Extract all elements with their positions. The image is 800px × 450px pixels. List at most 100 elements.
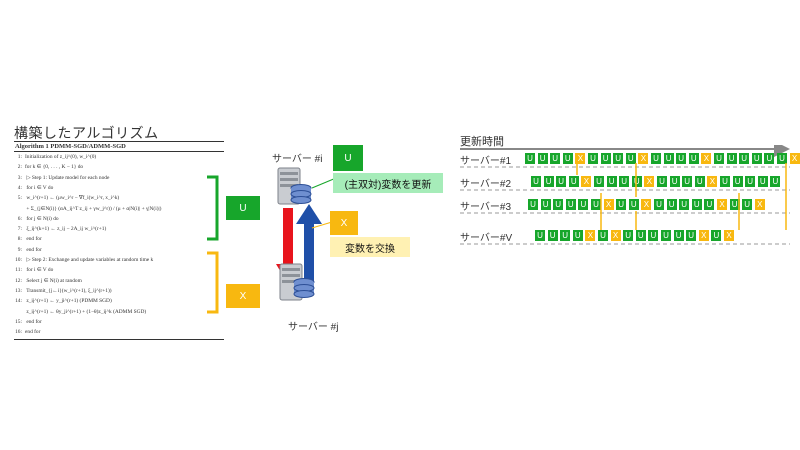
algorithm-box: Algorithm 1 PDMM-SGD/ADMM-SGD 1:Initiali… bbox=[14, 141, 224, 340]
algorithm-line: 12: Select j ∈ N(i) at random bbox=[14, 278, 82, 285]
algorithm-line: 9: end for bbox=[14, 247, 42, 254]
exchange-cell: X bbox=[644, 176, 655, 187]
connector-x bbox=[311, 221, 333, 229]
exchange-cell: X bbox=[638, 153, 649, 164]
algorithm-line-number: 2: bbox=[17, 164, 22, 171]
algorithm-line-text: for j ∈ N(i) do bbox=[25, 215, 59, 222]
update-cell: U bbox=[654, 199, 664, 210]
timeline-axes bbox=[460, 145, 790, 245]
update-cell: U bbox=[682, 176, 693, 187]
update-cell: U bbox=[726, 153, 737, 164]
algorithm-line-text: ξ_ij^(k+1) ← z_ij − 2A_ij w_i^(r+1) bbox=[25, 226, 107, 233]
algorithm-line-number: 16: bbox=[15, 329, 22, 336]
algorithm-line-number: 13: bbox=[15, 287, 22, 294]
algorithm-line-text: Select j ∈ N(i) at random bbox=[25, 277, 82, 284]
connector-u bbox=[311, 177, 337, 189]
update-cell: U bbox=[688, 153, 699, 164]
update-cell: U bbox=[613, 153, 624, 164]
algorithm-line-number: 14: bbox=[15, 298, 22, 305]
algorithm-line-text: ▷ Step 1: Update model for each node bbox=[25, 174, 110, 181]
algorithm-line-text: end for bbox=[25, 246, 42, 253]
algorithm-header: Algorithm 1 PDMM-SGD/ADMM-SGD bbox=[14, 142, 224, 152]
update-cell: U bbox=[661, 230, 671, 241]
update-cell: U bbox=[550, 153, 561, 164]
algorithm-line-number: 10: bbox=[15, 257, 22, 263]
middle-u-legend: (主双対)変数を更新 bbox=[333, 173, 443, 193]
update-cell: U bbox=[770, 176, 781, 187]
server-bottom-icon bbox=[279, 263, 315, 301]
update-cell: U bbox=[543, 176, 554, 187]
update-cell: U bbox=[777, 153, 787, 164]
server-diagram bbox=[276, 167, 337, 301]
algorithm-line-number: 12: bbox=[15, 277, 22, 284]
algorithm-bottom-rule bbox=[14, 339, 224, 340]
update-cell: U bbox=[606, 176, 617, 187]
algorithm-line-number: 9: bbox=[17, 246, 22, 253]
update-cell: U bbox=[720, 176, 730, 187]
update-cell: U bbox=[616, 199, 627, 210]
exchange-cell: X bbox=[641, 199, 652, 210]
algorithm-line-text: for i ∈ V do bbox=[25, 267, 54, 274]
algorithm-line: 5: w_i^(r+1) ← (μw_i^r − ∇f_i(w_i^r, x_i… bbox=[14, 195, 119, 202]
exchange-cell: X bbox=[717, 199, 727, 210]
update-cell: U bbox=[525, 153, 535, 164]
algorithm-line-number: 8: bbox=[17, 236, 22, 243]
bracket-u-label: U bbox=[226, 196, 260, 220]
algorithm-line: 3: ▷ Step 1: Update model for each node bbox=[14, 174, 110, 182]
algorithm-line: 1:Initialization of z_ij^(0), w_i^(0) bbox=[14, 154, 96, 161]
algorithm-line: 10: ▷ Step 2: Exchange and update variab… bbox=[14, 257, 153, 264]
algorithm-line-text: Transmit_{j←i}(w_i^(r+1), ξ_ij^(r+1)) bbox=[25, 287, 112, 294]
algorithm-line-text: end for bbox=[25, 329, 41, 336]
update-cell: U bbox=[625, 153, 636, 164]
update-cell: U bbox=[598, 230, 608, 241]
algorithm-line: 4: for i ∈ V do bbox=[14, 185, 54, 192]
update-cell: U bbox=[666, 199, 677, 210]
update-cell: U bbox=[648, 230, 659, 241]
update-cell: U bbox=[628, 199, 639, 210]
algorithm-line: 11: for i ∈ V do bbox=[14, 267, 53, 274]
bracket-u bbox=[207, 175, 219, 241]
algorithm-line-number: 5: bbox=[17, 195, 22, 202]
bracket-x-label: X bbox=[226, 284, 260, 308]
update-cell: U bbox=[565, 199, 576, 210]
update-cell: U bbox=[745, 176, 756, 187]
server-top-label: サーバー #i bbox=[272, 154, 323, 165]
algorithm-line: 15: end for bbox=[14, 319, 42, 326]
middle-x-box: X bbox=[330, 211, 358, 235]
update-cell: U bbox=[531, 176, 541, 187]
algorithm-line: 8: end for bbox=[14, 236, 42, 243]
algorithm-line-text: + Σ_{j∈N(i)} (αA_ij^T z_ij + γw_j^r)) / … bbox=[25, 205, 162, 212]
update-cell: U bbox=[751, 153, 762, 164]
algorithm-line-number: 1: bbox=[17, 154, 22, 160]
timeline-row-label: サーバー#2 bbox=[460, 179, 512, 190]
update-cell: U bbox=[547, 230, 558, 241]
update-cell: U bbox=[562, 153, 573, 164]
update-cell: U bbox=[663, 153, 674, 164]
bracket-x bbox=[207, 251, 219, 314]
server-top-icon bbox=[277, 167, 312, 205]
update-cell: U bbox=[623, 230, 634, 241]
brackets bbox=[207, 175, 219, 314]
algorithm-line-text: for k ∈ {0, . . . , K − 1} do bbox=[25, 164, 84, 171]
algorithm-line: 6: for j ∈ N(i) do bbox=[14, 216, 59, 223]
update-cell: U bbox=[732, 176, 743, 187]
update-cell: U bbox=[714, 153, 724, 164]
update-cell: U bbox=[691, 199, 702, 210]
update-cell: U bbox=[676, 153, 687, 164]
update-cell: U bbox=[537, 153, 548, 164]
algorithm-line: 2:for k ∈ {0, . . . , K − 1} do bbox=[14, 164, 83, 171]
update-cell: U bbox=[594, 176, 604, 187]
exchange-cell: X bbox=[585, 230, 596, 241]
update-cell: U bbox=[619, 176, 630, 187]
update-cell: U bbox=[631, 176, 642, 187]
algorithm-line: z_ij^(r+1) ← θy_ji^(r+1) + (1−θ)z_ij^k (… bbox=[14, 309, 146, 316]
update-cell: U bbox=[704, 199, 715, 210]
algorithm-line-text: z_ij^(r+1) ← y_ji^(r+1) (PDMM SGD) bbox=[25, 298, 112, 305]
update-cell: U bbox=[528, 199, 538, 210]
blue-up-arrow bbox=[296, 204, 322, 282]
update-cell: U bbox=[556, 176, 567, 187]
timeline-row-label: サーバー#V bbox=[460, 233, 513, 244]
exchange-cell: X bbox=[707, 176, 718, 187]
exchange-cell: X bbox=[754, 199, 765, 210]
algorithm-line-text: z_ij^(r+1) ← θy_ji^(r+1) + (1−θ)z_ij^k (… bbox=[25, 308, 147, 315]
